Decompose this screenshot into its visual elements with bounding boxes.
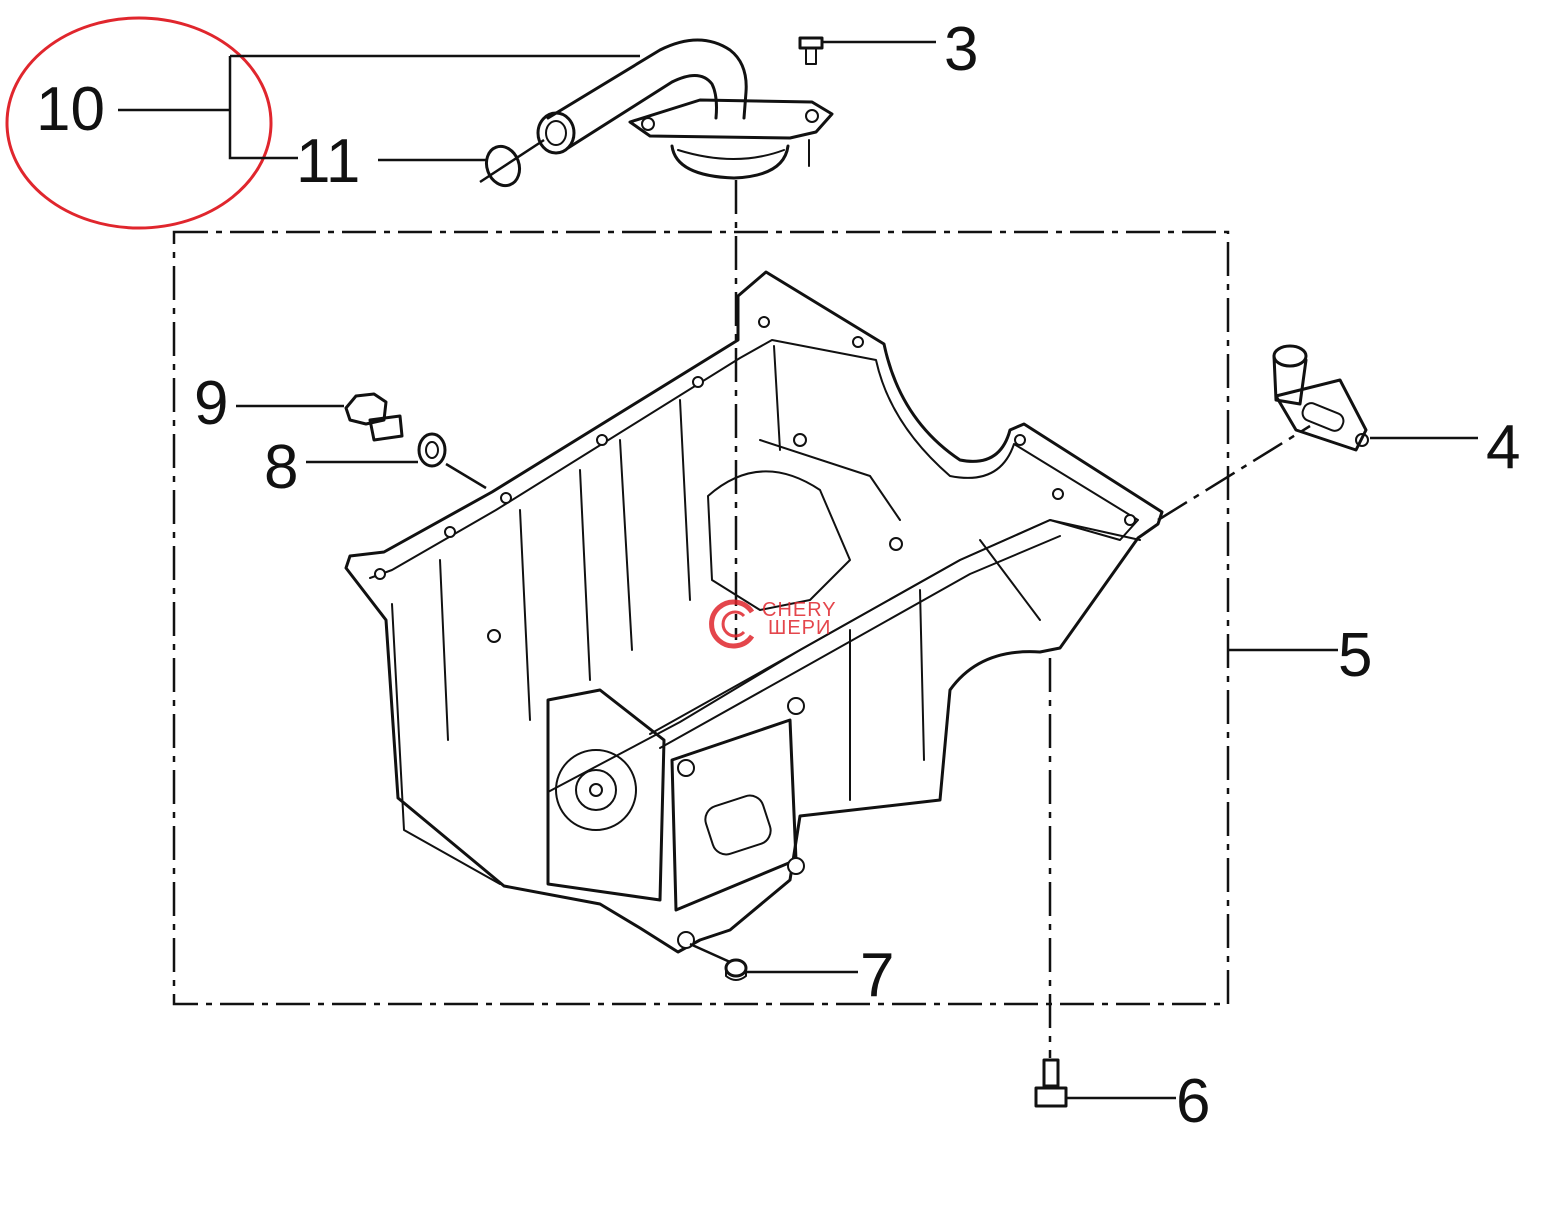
watermark: CHERY ШЕРИ [709,599,837,649]
callout-4: 4 [1486,413,1520,482]
oil-level-sensor [1272,344,1369,452]
callout-10: 10 [36,75,105,144]
bolt-3 [798,36,824,167]
watermark-line2: ШЕРИ [768,617,831,639]
callout-8: 8 [264,433,298,502]
drain-plug [344,392,404,442]
drain-washer [417,432,447,468]
oil-pickup-tube [536,38,834,180]
leader-lines [118,40,1478,1100]
bolt-6 [1034,1058,1068,1108]
plug-7 [724,958,748,981]
watermark-line1: CHERY [762,599,837,621]
callout-7: 7 [860,941,894,1010]
callout-5: 5 [1338,621,1372,690]
assembly-boundary [172,230,1230,1006]
callout-11: 11 [296,127,360,196]
o-ring [484,144,522,188]
oil-pan [344,270,1164,954]
callout-3: 3 [944,15,978,84]
highlight-ellipse [5,16,273,230]
callout-9: 9 [194,369,228,438]
callout-6: 6 [1176,1067,1210,1136]
